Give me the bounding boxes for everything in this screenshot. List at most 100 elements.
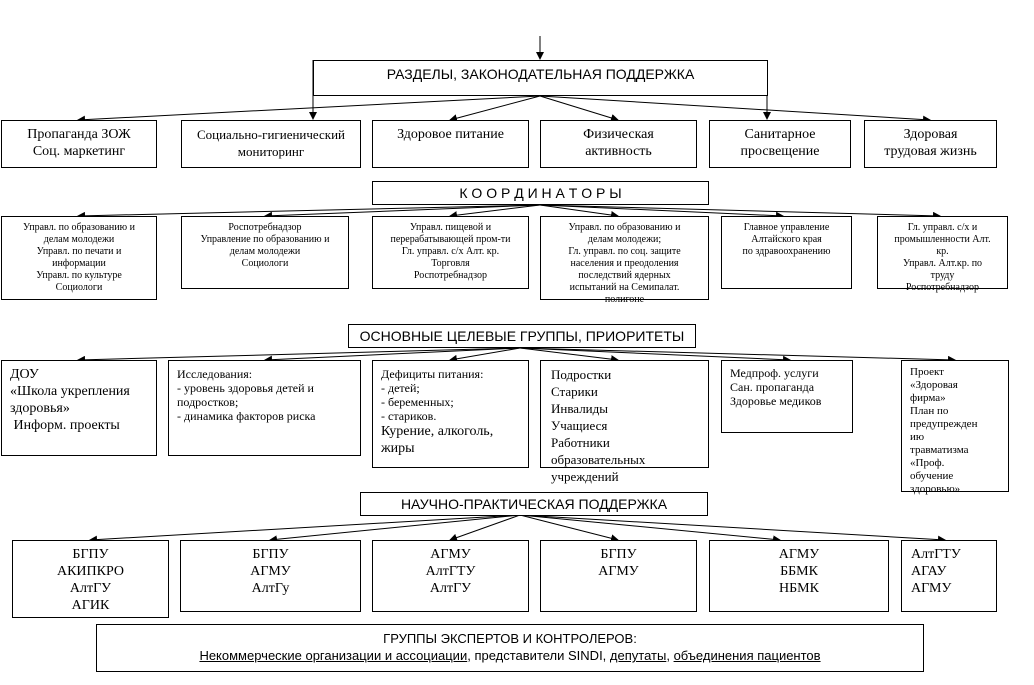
- science-text: БГПУ: [600, 547, 637, 562]
- coordinator-text: Управл. по образованию и: [568, 222, 681, 233]
- coordinator-text: Гл. управл. с/х Алт. кр.: [401, 246, 500, 257]
- target-text: Инвалиды: [551, 401, 608, 416]
- section-text: Здоровая: [903, 127, 958, 142]
- section-box-1: Пропаганда ЗОЖ Соц. маркетинг: [1, 120, 157, 168]
- coordinators-label: К О О Р Д И Н А Т О Р Ы: [459, 185, 622, 201]
- science-text: БГПУ: [252, 547, 289, 562]
- section-text: Социально-гигиенический: [196, 127, 346, 142]
- target-text: травматизма: [910, 444, 969, 456]
- header-label: РАЗДЕЛЫ, ЗАКОНОДАТЕЛЬНАЯ ПОДДЕРЖКА: [386, 66, 695, 82]
- coordinator-text: кр.: [936, 246, 949, 257]
- coordinator-text: делам молодежи;: [587, 234, 662, 245]
- target-text: подростков;: [177, 395, 239, 409]
- science-label: НАУЧНО-ПРАКТИЧЕСКАЯ ПОДДЕРЖКА: [400, 496, 668, 512]
- targets-label: ОСНОВНЫЕ ЦЕЛЕВЫЕ ГРУППЫ, ПРИОРИТЕТЫ: [359, 328, 685, 344]
- coordinator-text: по здравоохранению: [742, 246, 831, 257]
- target-text: Старики: [551, 384, 598, 399]
- target-box-1: ДОУ «Школа укрепления здоровья» Информ. …: [1, 360, 157, 456]
- science-text: АлтГТУ: [911, 547, 961, 562]
- coordinator-box-1: Управл. по образованию и делам молодежи …: [1, 216, 157, 300]
- coordinator-text: полигоне: [604, 294, 645, 305]
- target-text: - динамика факторов риска: [177, 409, 316, 423]
- target-text: ДОУ: [10, 367, 39, 382]
- coordinator-text: населения и преодоления: [570, 258, 679, 269]
- science-text: ББМК: [780, 564, 818, 579]
- coordinator-text: Гл. управл. по соц. защите: [568, 246, 681, 257]
- target-text: Работники: [551, 435, 610, 450]
- target-text: Учащиеся: [551, 418, 608, 433]
- target-box-4: Подростки Старики Инвалиды Учащиеся Рабо…: [540, 360, 709, 484]
- section-text: мониторинг: [237, 144, 305, 159]
- section-text: Санитарное: [744, 127, 816, 142]
- coordinator-box-2: Роспотребнадзор Управление по образовани…: [181, 216, 349, 289]
- science-box-4: БГПУ АГМУ: [540, 540, 697, 612]
- target-box-6: Проект «Здоровая фирма» План по предупре…: [901, 360, 1009, 495]
- target-text: учреждений: [551, 469, 619, 484]
- target-text: Исследования:: [177, 367, 253, 381]
- science-text: АГМУ: [911, 581, 952, 596]
- target-box-2: Исследования: - уровень здоровья детей и…: [168, 360, 361, 456]
- coordinator-text: труду: [930, 270, 955, 281]
- experts-members: Некоммерческие организации и ассоциации,…: [97, 647, 923, 664]
- target-text: «Здоровая: [910, 379, 958, 391]
- section-box-5: Санитарное просвещение: [709, 120, 851, 168]
- science-text: АлтГу: [251, 581, 290, 596]
- target-text: «Проф.: [910, 457, 945, 469]
- coordinator-text: делам молодежи: [43, 234, 115, 245]
- target-text: Информ. проекты: [10, 418, 120, 433]
- science-text: АлтГТУ: [425, 564, 476, 579]
- coordinator-text: Гл. управл. с/х и: [907, 222, 978, 233]
- coordinator-text: делам молодежи: [229, 246, 301, 257]
- coordinator-box-5: Главное управление Алтайского края по зд…: [721, 216, 852, 289]
- coordinator-text: Управление по образованию и: [200, 234, 330, 245]
- science-text: АГАУ: [911, 564, 947, 579]
- coordinator-arrows: [77, 204, 941, 220]
- coordinator-text: Управл. по культуре: [36, 270, 122, 281]
- science-text: НБМК: [779, 581, 819, 596]
- science-box-3: АГМУ АлтГТУ АлтГУ: [372, 540, 529, 612]
- experts-part: объединения пациентов: [673, 648, 821, 663]
- coordinator-text: Торговля: [431, 258, 470, 269]
- target-text: «Школа укрепления: [10, 384, 130, 399]
- coordinator-text: информации: [52, 258, 106, 269]
- target-text: Здоровье медиков: [730, 394, 822, 408]
- coordinator-text: Роспотребнадзор: [905, 282, 980, 293]
- experts-part: , представители SINDI,: [467, 648, 610, 663]
- section-text: активность: [585, 144, 652, 159]
- section-box-3: Здоровое питание: [372, 120, 529, 168]
- coordinator-box-3: Управл. пищевой и перерабатывающей пром-…: [372, 216, 529, 289]
- target-text: План по: [910, 405, 949, 417]
- section-text: Пропаганда ЗОЖ: [27, 127, 131, 142]
- target-text: здоровью»: [910, 483, 961, 495]
- coordinator-text: Роспотребнадзор: [413, 270, 488, 281]
- coordinator-text: Социологи: [55, 282, 103, 293]
- coordinator-text: Управл. по образованию и: [23, 222, 135, 233]
- section-box-2: Социально-гигиенический мониторинг: [181, 120, 361, 168]
- target-text: - беременных;: [381, 395, 454, 409]
- science-box-6: АлтГТУ АГАУ АГМУ: [901, 540, 997, 612]
- target-text: жиры: [381, 441, 415, 456]
- target-arrows: [77, 347, 956, 364]
- target-text: образовательных: [551, 452, 646, 467]
- target-text: Медпроф. услуги: [730, 366, 819, 380]
- coordinator-text: перерабатывающей пром-ти: [390, 234, 511, 245]
- experts-part: ,: [666, 648, 674, 663]
- target-box-3: Дефициты питания: - детей; - беременных;…: [372, 360, 529, 468]
- target-text: обучение: [910, 470, 954, 482]
- science-box-1: БГПУ АКИПКРО АлтГУ АГИК: [12, 540, 169, 618]
- target-text: ию: [910, 431, 925, 443]
- science-box: НАУЧНО-ПРАКТИЧЕСКАЯ ПОДДЕРЖКА: [360, 492, 708, 516]
- coordinator-text: Главное управление: [743, 222, 830, 233]
- experts-title: ГРУППЫ ЭКСПЕРТОВ И КОНТРОЛЕРОВ:: [383, 631, 637, 646]
- science-text: БГПУ: [72, 547, 109, 562]
- coordinator-text: Роспотребнадзор: [228, 222, 302, 233]
- header-box: РАЗДЕЛЫ, ЗАКОНОДАТЕЛЬНАЯ ПОДДЕРЖКА: [313, 60, 768, 96]
- coordinator-text: испытаний на Семипалат.: [569, 282, 680, 293]
- coordinator-text: Социологи: [241, 258, 289, 269]
- target-text: Проект: [910, 366, 944, 378]
- science-box-2: БГПУ АГМУ АлтГу: [180, 540, 361, 612]
- science-text: АГМУ: [778, 547, 820, 562]
- section-box-4: Физическая активность: [540, 120, 697, 168]
- science-text: АГМУ: [598, 564, 639, 579]
